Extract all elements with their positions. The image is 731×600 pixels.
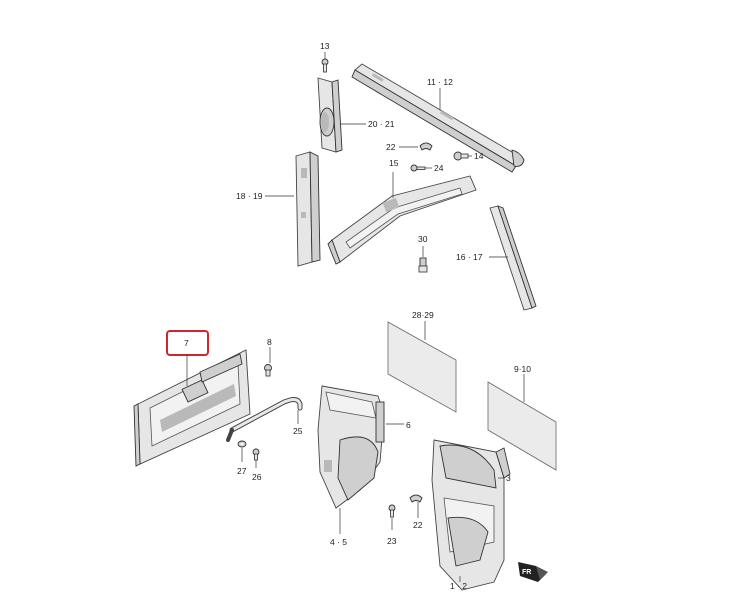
label-30: 30 xyxy=(418,234,428,244)
label-9-10: 9·10 xyxy=(514,364,531,374)
label-20-21: 20 · 21 xyxy=(368,119,395,129)
label-13: 13 xyxy=(320,41,330,51)
part-20-21-bracket xyxy=(317,77,343,153)
label-22-upper: 22 xyxy=(386,142,396,152)
part-23-screw xyxy=(388,504,396,518)
label-1-2: 1 · 2 xyxy=(450,581,467,591)
label-15: 15 xyxy=(389,158,399,168)
label-14: 14 xyxy=(474,151,484,161)
part-30-clip xyxy=(418,257,428,273)
label-23: 23 xyxy=(387,536,397,546)
label-26: 26 xyxy=(252,472,262,482)
part-26-screw xyxy=(252,448,260,461)
label-28-29: 28·29 xyxy=(412,310,434,320)
highlight-box-7 xyxy=(166,330,209,356)
part-25-rod xyxy=(226,397,303,442)
part-1-2-door-trim xyxy=(431,439,511,591)
label-4-5: 4 · 5 xyxy=(330,537,347,547)
front-arrow-label: FR xyxy=(522,569,531,576)
part-28-29-sheet xyxy=(387,321,457,413)
label-8: 8 xyxy=(267,337,272,347)
label-18-19: 18 · 19 xyxy=(236,191,263,201)
label-11-12: 11 · 12 xyxy=(427,77,453,87)
part-14-push-clip xyxy=(453,151,469,161)
label-24: 24 xyxy=(434,163,444,173)
part-4-5-inner-panel xyxy=(317,385,385,509)
part-9-10-sheet xyxy=(487,381,557,471)
part-15-trim-panel xyxy=(327,175,477,265)
label-6: 6 xyxy=(406,420,411,430)
front-direction-arrow-icon: FR xyxy=(518,562,548,582)
part-27-washer xyxy=(237,440,247,448)
part-16-17-strip xyxy=(489,205,537,311)
part-13-screw xyxy=(321,58,329,73)
part-22-clip-lower xyxy=(409,494,423,503)
label-25: 25 xyxy=(293,426,303,436)
label-27: 27 xyxy=(237,466,247,476)
label-7: 7 xyxy=(184,338,189,348)
label-16-17: 16 · 17 xyxy=(456,252,483,262)
part-22-clip-upper xyxy=(419,142,433,151)
part-24-screw xyxy=(410,164,426,172)
label-3: 3 xyxy=(506,473,511,483)
label-22-lower: 22 xyxy=(413,520,423,530)
part-7-door-panel xyxy=(133,349,251,467)
part-11-12-rail xyxy=(351,63,525,173)
part-8-screw xyxy=(264,364,272,377)
part-18-19-post xyxy=(295,151,321,267)
